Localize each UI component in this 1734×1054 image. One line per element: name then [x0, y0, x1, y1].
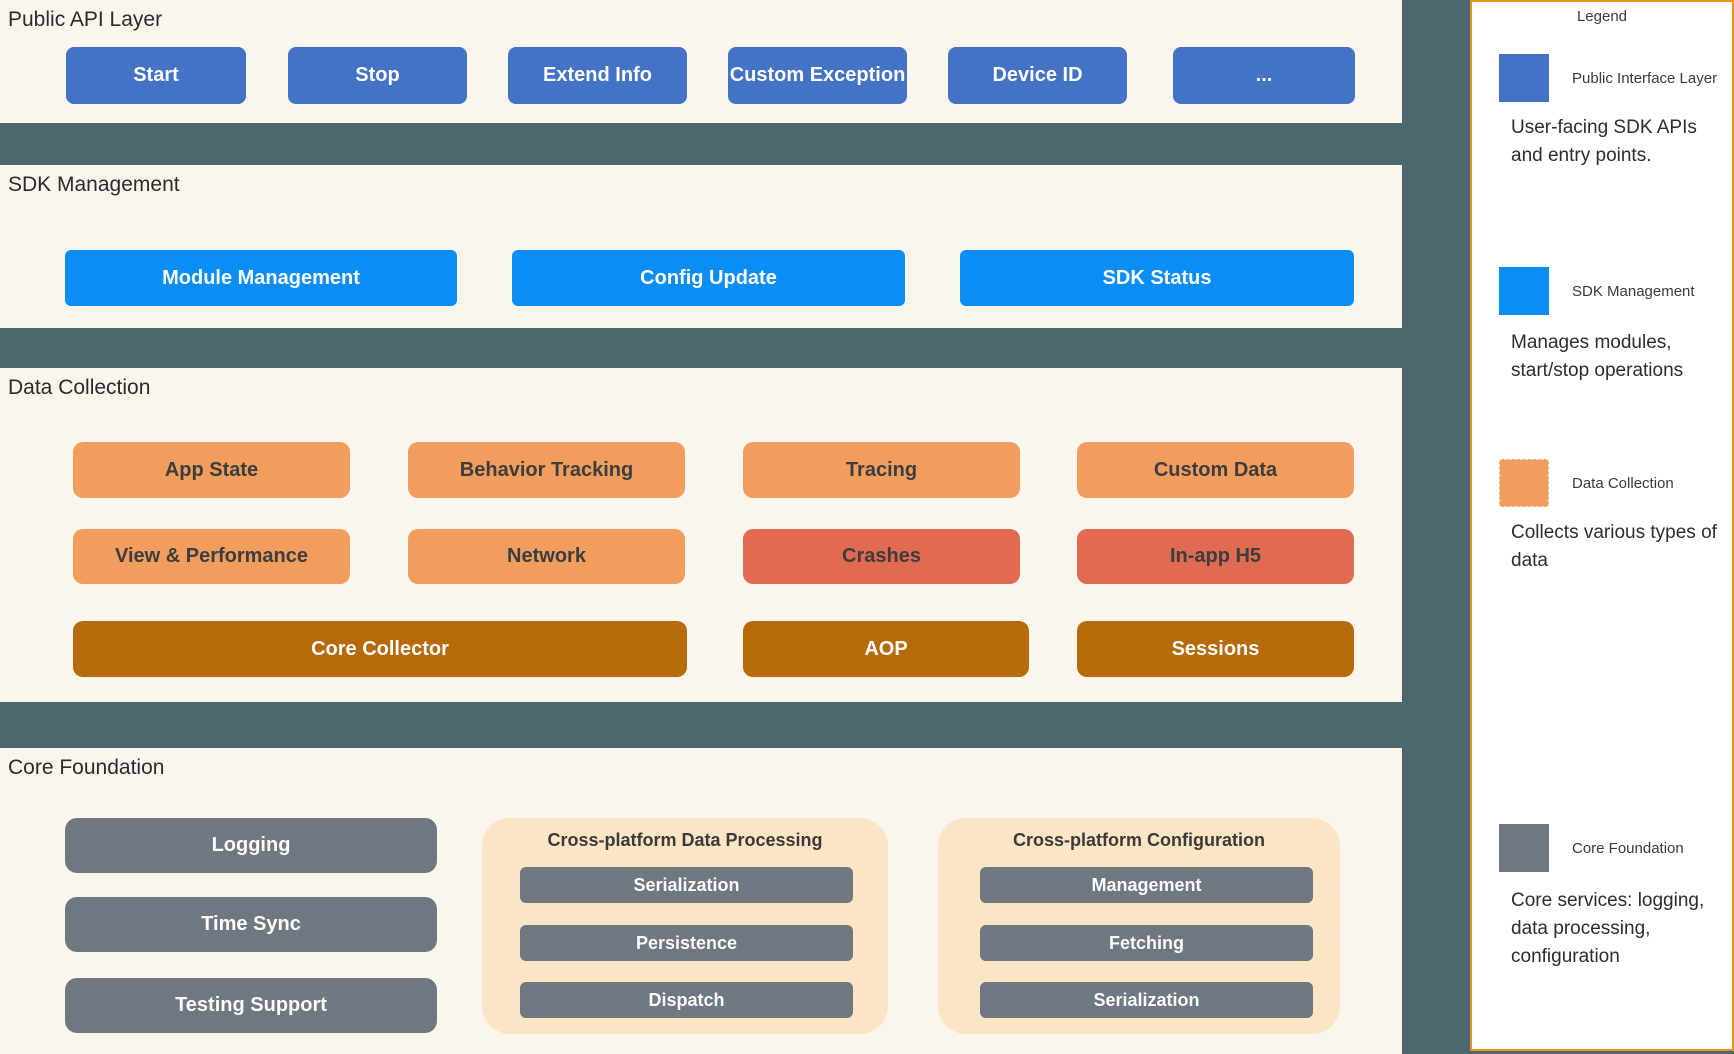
node-custom-exception: Custom Exception	[728, 47, 907, 104]
node-app-state: App State	[73, 442, 350, 498]
card-cross-platform-configuration: Cross-platform Configuration Management …	[938, 818, 1340, 1034]
node-persistence: Persistence	[520, 925, 853, 961]
legend-desc-sdk-management: Manages modules, start/stop operations	[1511, 332, 1684, 381]
legend-label-core-foundation: Core Foundation	[1572, 840, 1684, 857]
node-start: Start	[66, 47, 246, 104]
legend-label-sdk-management: SDK Management	[1572, 283, 1695, 300]
layer-title-data-collection: Data Collection	[8, 376, 151, 399]
node-config-fetching: Fetching	[980, 925, 1313, 961]
node-in-app-h5: In-app H5	[1077, 529, 1354, 584]
legend-label-public-interface: Public Interface Layer	[1572, 70, 1718, 87]
legend-desc-core-foundation: Core services: logging, data processing,…	[1511, 890, 1705, 967]
node-behavior-tracking: Behavior Tracking	[408, 442, 685, 498]
legend-desc-data-collection: Collects various types of data	[1511, 522, 1717, 571]
layer-title-core-foundation: Core Foundation	[8, 756, 165, 779]
node-custom-data: Custom Data	[1077, 442, 1354, 498]
node-device-id: Device ID	[948, 47, 1127, 104]
layer-title-public-api: Public API Layer	[8, 8, 163, 31]
layer-public-api: Public API Layer Start Stop Extend Info …	[0, 0, 1402, 123]
card-cross-platform-data-processing: Cross-platform Data Processing Serializa…	[482, 818, 888, 1034]
node-time-sync: Time Sync	[65, 897, 437, 952]
legend-title: Legend	[1576, 8, 1628, 25]
layer-data-collection: Data Collection App State Behavior Track…	[0, 368, 1402, 702]
legend-swatch-public-interface	[1499, 54, 1549, 102]
legend-desc-public-interface: User-facing SDK APIs and entry points.	[1511, 117, 1697, 166]
card-title-data-processing: Cross-platform Data Processing	[547, 830, 823, 850]
layer-sdk-management: SDK Management Module Management Config …	[0, 165, 1402, 328]
node-tracing: Tracing	[743, 442, 1020, 498]
node-ellipsis: ...	[1173, 47, 1355, 104]
legend-swatch-core-foundation	[1499, 824, 1549, 872]
node-sessions: Sessions	[1077, 621, 1354, 677]
node-testing-support: Testing Support	[65, 978, 437, 1033]
card-title-configuration: Cross-platform Configuration	[1013, 830, 1265, 850]
node-stop: Stop	[288, 47, 467, 104]
legend-label-data-collection: Data Collection	[1572, 475, 1674, 492]
node-logging: Logging	[65, 818, 437, 873]
node-dispatch: Dispatch	[520, 982, 853, 1018]
node-network: Network	[408, 529, 685, 584]
node-core-collector: Core Collector	[73, 621, 687, 677]
node-config-management: Management	[980, 867, 1313, 903]
legend-swatch-sdk-management	[1499, 267, 1549, 315]
node-serialization: Serialization	[520, 867, 853, 903]
layer-title-sdk-management: SDK Management	[8, 173, 180, 196]
node-sdk-status: SDK Status	[960, 250, 1354, 306]
node-crashes: Crashes	[743, 529, 1020, 584]
node-config-update: Config Update	[512, 250, 905, 306]
node-module-management: Module Management	[65, 250, 457, 306]
layer-core-foundation: Core Foundation Logging Time Sync Testin…	[0, 748, 1402, 1054]
node-view-performance: View & Performance	[73, 529, 350, 584]
legend-panel: Legend Public Interface Layer User-facin…	[1470, 0, 1734, 1051]
legend-swatch-data-collection	[1499, 459, 1549, 507]
node-aop: AOP	[743, 621, 1029, 677]
node-extend-info: Extend Info	[508, 47, 687, 104]
node-config-serialization: Serialization	[980, 982, 1313, 1018]
